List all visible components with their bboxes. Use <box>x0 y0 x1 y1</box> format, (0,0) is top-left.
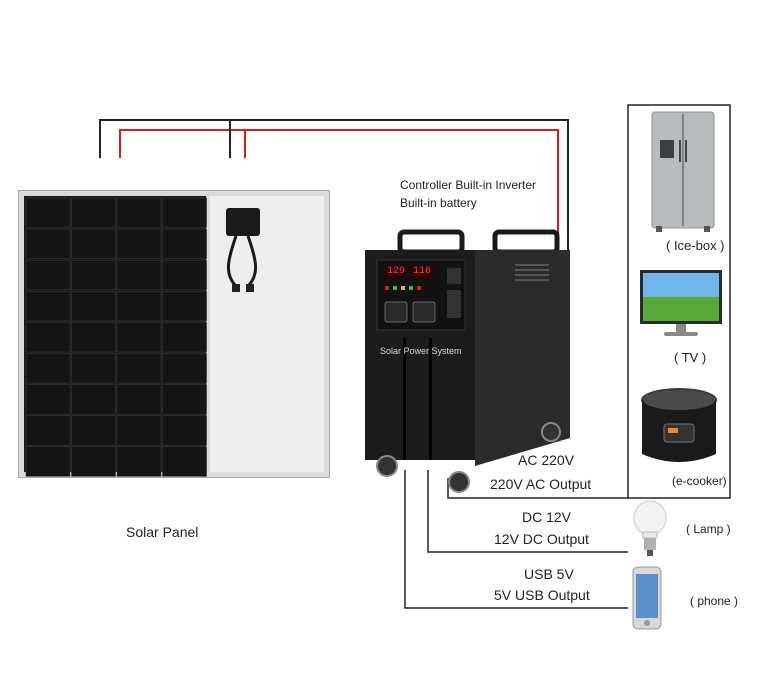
solar-cell <box>25 415 71 446</box>
tv-icon <box>640 270 722 336</box>
usb-line <box>404 470 628 609</box>
solar-cell <box>116 291 162 322</box>
phone-label: ( phone ) <box>690 594 739 608</box>
phone-icon <box>632 566 662 630</box>
solar-cell <box>116 197 162 228</box>
solar-cell <box>25 322 71 353</box>
wire-black <box>99 119 569 250</box>
lamp-icon <box>633 500 667 556</box>
solar-cell <box>71 228 116 259</box>
solar-cell <box>71 291 116 322</box>
unit-label: Solar Power System <box>380 346 462 356</box>
controller-label-line1: Controller Built-in Inverter <box>400 178 537 192</box>
solar-cell <box>71 384 116 415</box>
solar-cell <box>162 415 207 446</box>
solar-cell <box>71 446 116 477</box>
solar-cell <box>25 259 71 291</box>
ac-output-type: AC 220V <box>518 452 575 468</box>
solar-cell <box>25 291 71 322</box>
appliance-box <box>447 104 731 499</box>
dc-line <box>427 470 628 553</box>
usb-output-type: USB 5V <box>524 566 574 582</box>
solar-cell <box>71 259 116 291</box>
solar-cell <box>162 384 207 415</box>
solar-cell <box>25 446 71 477</box>
e-cooker-label: (e-cooker) <box>672 474 727 488</box>
display-left-value: 129 <box>387 266 406 277</box>
controller-label-line2: Built-in battery <box>400 196 477 210</box>
solar-cell <box>116 228 162 259</box>
solar-cell <box>116 353 162 384</box>
solar-cell <box>162 259 207 291</box>
solar-cell <box>162 197 207 228</box>
solar-cell <box>162 353 207 384</box>
display-right-value: 116 <box>413 266 432 277</box>
solar-panel-label: Solar Panel <box>126 524 199 540</box>
solar-cell <box>162 228 207 259</box>
solar-cell <box>71 415 116 446</box>
wire-red <box>119 129 559 250</box>
fridge-icon <box>651 111 715 232</box>
solar-cell <box>116 415 162 446</box>
solar-cell <box>116 259 162 291</box>
solar-cell <box>162 291 207 322</box>
solar-cell <box>162 446 207 477</box>
solar-cell <box>25 384 71 415</box>
solar-cell <box>71 322 116 353</box>
junction-box <box>226 208 260 292</box>
usb-output-desc: 5V USB Output <box>494 587 590 603</box>
ice-box-label: ( Ice-box ) <box>666 238 725 253</box>
solar-cell <box>71 353 116 384</box>
solar-cell <box>116 322 162 353</box>
dc-output-desc: 12V DC Output <box>494 531 589 547</box>
lamp-label: ( Lamp ) <box>686 522 731 536</box>
solar-cell <box>25 228 71 259</box>
solar-cell <box>162 322 207 353</box>
solar-cell <box>25 353 71 384</box>
power-unit <box>365 229 570 493</box>
solar-cell <box>71 197 116 228</box>
tv-label: ( TV ) <box>674 350 707 365</box>
solar-panel <box>18 190 330 478</box>
rice-cooker-icon <box>641 388 717 462</box>
solar-cell <box>116 384 162 415</box>
solar-cell <box>25 197 71 228</box>
dc-output-type: DC 12V <box>522 509 572 525</box>
ac-output-desc: 220V AC Output <box>490 476 592 492</box>
solar-cell <box>116 446 162 477</box>
